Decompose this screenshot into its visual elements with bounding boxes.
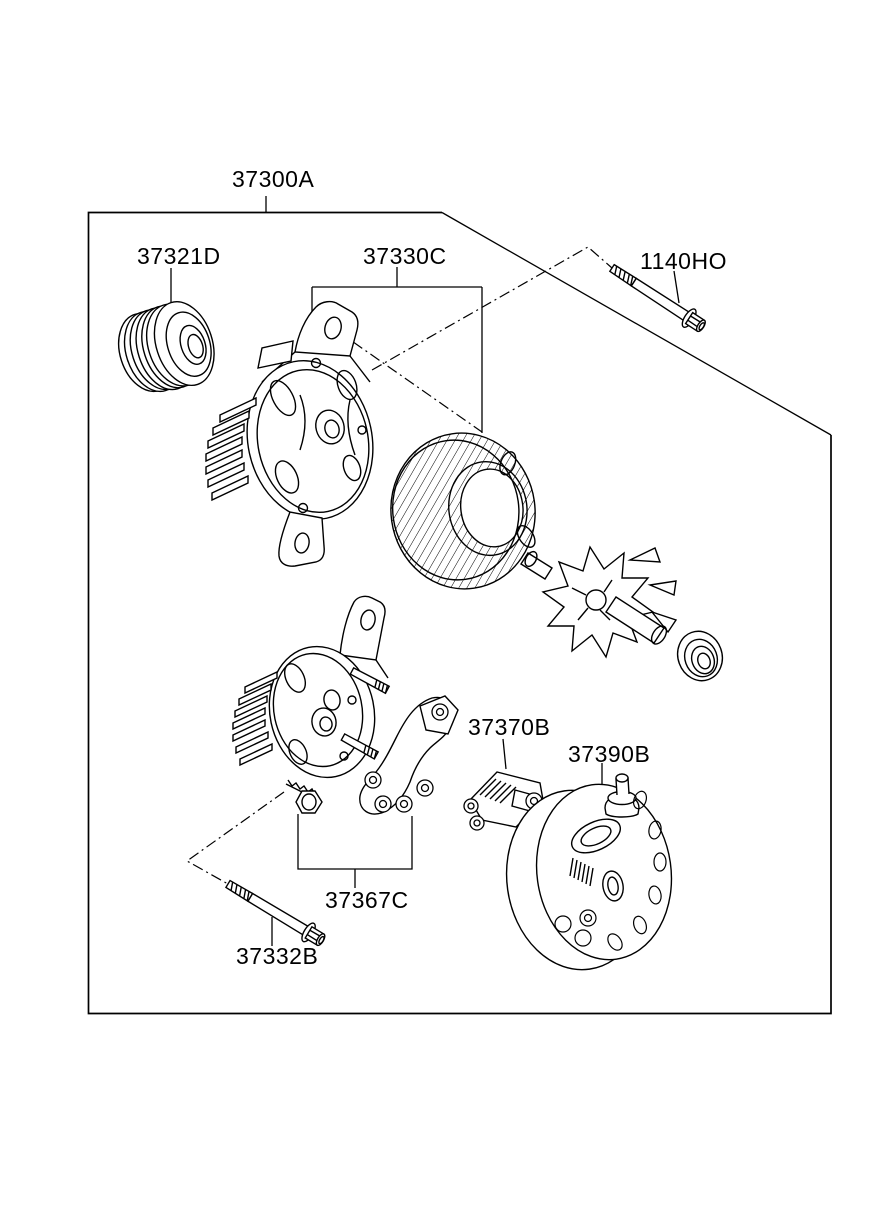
part-label-rear-cover: 37390B (568, 741, 651, 767)
part-label-assembly: 37300A (232, 166, 315, 192)
part-label-rectifier: 37367C (325, 887, 409, 913)
leader-lines (170, 196, 680, 946)
stator-drawing (390, 432, 536, 590)
mounting-bolt-drawing (224, 879, 326, 947)
rotor-drawing (520, 545, 678, 659)
pulley-drawing (117, 301, 215, 393)
bracket-assembly-drawing (232, 595, 391, 814)
stud-lower (340, 732, 380, 760)
part-label-mounting-bolt: 37332B (236, 943, 319, 969)
locating-dash-lines (185, 246, 613, 885)
regulator-drawing (463, 771, 544, 831)
part-label-pulley: 37321D (137, 243, 221, 269)
through-bolt-drawing (608, 263, 706, 333)
part-label-regulator: 37370B (468, 714, 551, 740)
bracket-fins (232, 670, 278, 767)
part-label-through-bolt: 1140HO (640, 248, 727, 274)
outer-boundary (87, 211, 832, 1015)
part-label-stator: 37330C (363, 243, 447, 269)
front-bracket-drawing (205, 300, 374, 567)
rear-cover-drawing (505, 773, 673, 971)
bearing-drawing (676, 630, 724, 682)
rectifier-drawing (359, 695, 459, 815)
front-bracket-fins (205, 396, 257, 502)
stud-upper (349, 666, 391, 695)
